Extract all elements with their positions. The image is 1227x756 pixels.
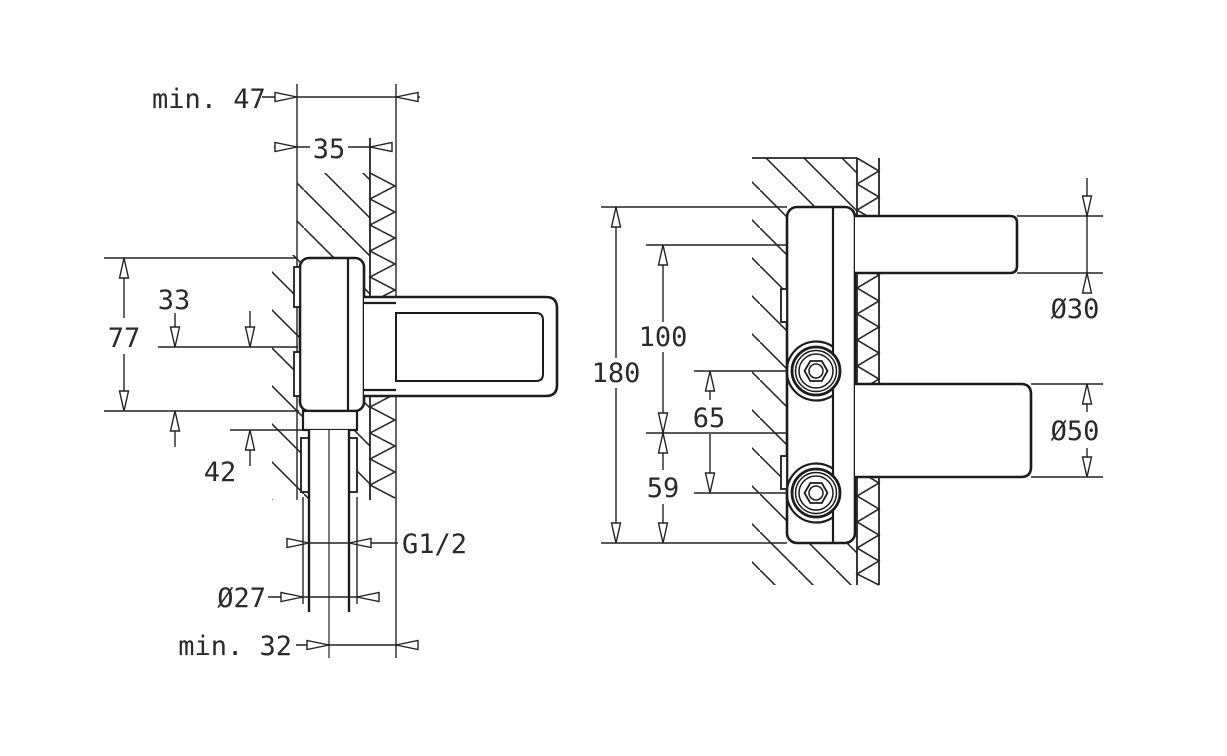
dim-label-port-spacing: 100	[639, 322, 688, 353]
dim-label-outlet-offset: 33	[158, 285, 191, 316]
dim-label-thread: G1/2	[402, 529, 467, 560]
mounting-tab-top	[293, 266, 301, 308]
dim-spout-diameter: Ø50	[1031, 383, 1103, 478]
fixing-screw-top	[785, 340, 842, 402]
dim-min-clearance: min. 32	[178, 631, 419, 662]
mounting-tab-bottom	[293, 351, 301, 397]
spout-front	[855, 382, 1033, 479]
dim-base-offset: 59	[647, 432, 680, 544]
dim-outlet-offset: 33	[158, 285, 298, 447]
dim-top-port-diameter: Ø30	[1017, 178, 1103, 325]
right-view: 180 100 59 65	[592, 157, 1103, 586]
dim-label-wall-thickness: 35	[313, 134, 346, 165]
left-view: min. 47 35 77 33	[104, 84, 559, 662]
mounting-tab-front-bottom	[780, 455, 788, 490]
dim-body-height: 77	[104, 257, 299, 412]
dim-wall-thickness: 35	[274, 134, 393, 165]
dim-min-depth: min. 47	[152, 84, 420, 115]
valve-body-side	[298, 256, 366, 413]
wall-hatch-left-view-inner	[272, 255, 297, 500]
dim-total-height: 180	[592, 206, 641, 544]
dim-screw-spacing: 65	[693, 370, 726, 494]
dim-label-top-port-diameter: Ø30	[1051, 294, 1100, 325]
dim-thread: G1/2	[286, 529, 467, 560]
dim-port-spacing: 100	[639, 244, 688, 434]
dim-label-total-height: 180	[592, 358, 641, 389]
dim-label-base-offset: 59	[647, 473, 680, 504]
dim-label-screw-spacing: 65	[693, 403, 726, 434]
top-port-pipe	[855, 214, 1019, 275]
pipe-collar	[301, 409, 359, 432]
pipe-sleeve-right	[348, 437, 358, 493]
dim-label-pipe-offset: 42	[204, 457, 237, 488]
mounting-tab-front-top	[780, 288, 788, 323]
spout-inner	[395, 312, 544, 382]
dim-pipe-offset: 42	[204, 311, 303, 488]
dim-label-spout-diameter: Ø50	[1051, 416, 1100, 447]
dim-label-min-clearance: min. 32	[178, 631, 292, 662]
fixing-screw-bottom	[785, 462, 842, 524]
dim-pipe-diameter: Ø27	[217, 497, 380, 614]
dim-label-pipe-diameter: Ø27	[217, 583, 266, 614]
dim-label-min-depth: min. 47	[152, 84, 266, 115]
dim-label-body-height: 77	[108, 323, 141, 354]
